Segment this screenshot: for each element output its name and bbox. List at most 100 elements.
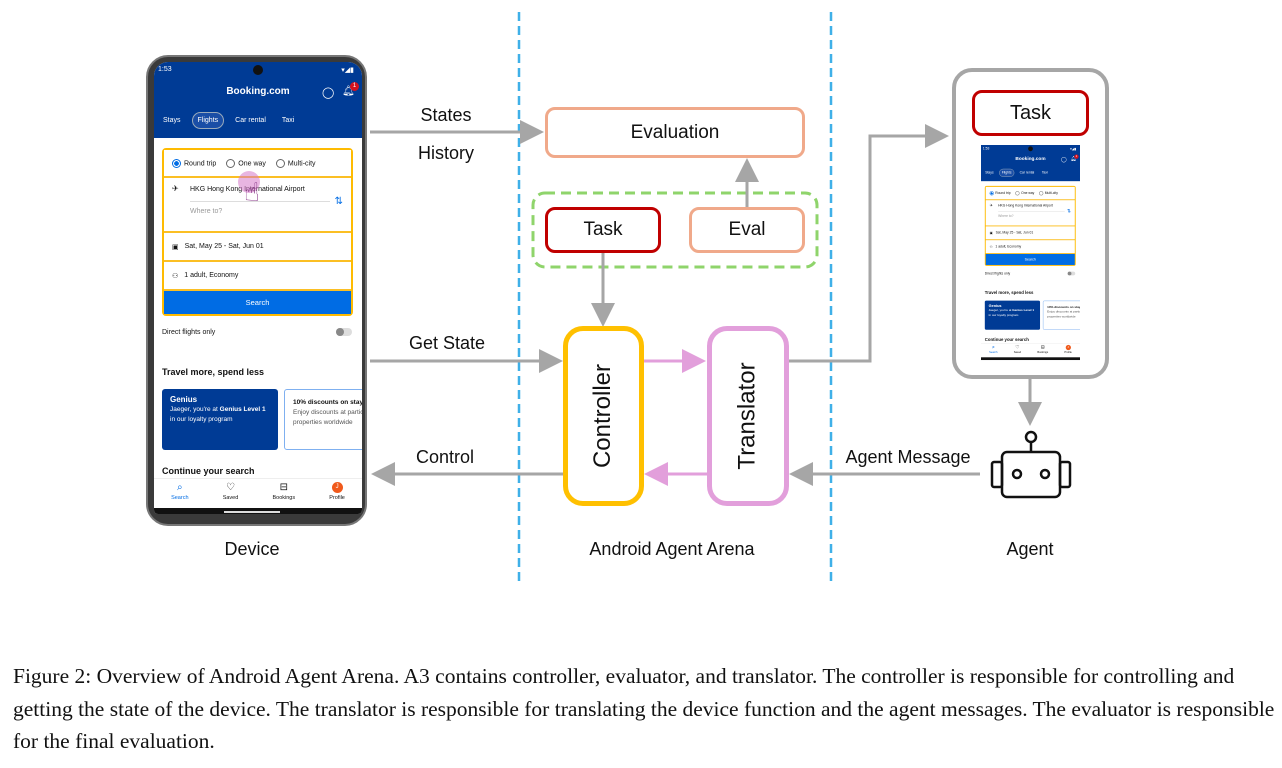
device-label: Device (224, 539, 280, 559)
status-icons: ▾◢▮ (1070, 147, 1077, 151)
heart-icon: ♡ (1015, 344, 1020, 351)
tab-car-rental[interactable]: Car rental (1019, 171, 1035, 175)
chat-icon[interactable]: ◯ (1060, 156, 1067, 163)
radio-multi-city[interactable]: Multi-city (275, 158, 316, 168)
tab-stays[interactable]: Stays (985, 171, 994, 175)
radio-round-trip[interactable]: Round trip (172, 158, 216, 168)
home-bar (224, 511, 280, 513)
translator-box: Translator (707, 326, 789, 506)
agent-screen-content: 1:53 ▾◢▮ Booking.com ◯ 🔔︎ 1 Stays Flight… (981, 145, 1081, 361)
tab-taxi[interactable]: Taxi (281, 117, 295, 124)
agent-message-label: Agent Message (845, 447, 971, 467)
search-icon: ⌕ (991, 344, 995, 351)
dates-field[interactable]: ▣Sat, May 25 - Sat, Jun 01 (985, 226, 1075, 240)
swap-icon[interactable]: ⇅ (1066, 208, 1071, 215)
trip-type-row: Round trip One way Multi-city (164, 150, 351, 176)
plane-icon: ✈ (172, 184, 179, 193)
to-field[interactable]: Where to? (998, 214, 1014, 218)
trip-type-row: Round trip One way Multi-city (985, 186, 1075, 200)
nav-search[interactable]: ⌕Search (171, 482, 189, 501)
notification-badge: 1 (1074, 154, 1079, 159)
tap-indicator (238, 171, 260, 193)
briefcase-icon: ⊟ (1040, 344, 1045, 351)
agent-task-box: Task (972, 90, 1089, 136)
figure-caption: Figure 2: Overview of Android Agent Aren… (13, 664, 1275, 753)
search-button[interactable]: Search (985, 254, 1075, 265)
discount-card[interactable]: 10% discounts on stays Enjoy discounts a… (284, 389, 362, 450)
robot-icon (990, 430, 1072, 499)
swap-icon[interactable]: ⇅ (334, 196, 343, 207)
tab-car-rental[interactable]: Car rental (235, 117, 266, 124)
flight-search-form: Round trip One way Multi-city HKG Hong K… (984, 185, 1076, 266)
avatar: J (1065, 344, 1071, 351)
continue-heading: Continue your search (984, 337, 1029, 343)
nav-saved[interactable]: ♡Saved (222, 482, 239, 501)
history-label: History (417, 143, 475, 163)
bell-icon[interactable]: 🔔︎ (1070, 156, 1077, 162)
status-time: 1:53 (158, 66, 172, 73)
states-label: States (420, 105, 472, 125)
nav-bookings[interactable]: ⊟Bookings (1037, 344, 1049, 354)
plane-icon: ✈ (989, 203, 993, 208)
tab-flights[interactable]: Flights (998, 168, 1015, 177)
device-screen: 1:53 ▾◢▮ Booking.com ◯ 🔔︎ 1 Stays Flight… (154, 62, 362, 514)
radio-multi-city[interactable]: Multi-city (1039, 190, 1058, 196)
genius-card[interactable]: Genius Jaeger, you're at Genius Level 1 … (162, 389, 278, 450)
nav-saved[interactable]: ♡Saved (1013, 344, 1022, 354)
bell-icon[interactable]: 🔔︎ (342, 86, 355, 97)
chat-icon[interactable]: ◯ (322, 87, 335, 99)
camera (253, 65, 263, 75)
dates-field[interactable]: ▣Sat, May 25 - Sat, Jun 01 (164, 233, 351, 260)
nav-search[interactable]: ⌕Search (989, 344, 998, 354)
arena-label: Android Agent Arena (589, 539, 755, 559)
controller-box: Controller (563, 326, 644, 506)
tab-stays[interactable]: Stays (163, 117, 181, 124)
nav-bookings[interactable]: ⊟Bookings (272, 482, 296, 501)
discount-card[interactable]: 10% discounts on stays Enjoy discounts a… (1042, 300, 1081, 330)
radio-one-way[interactable]: One way (226, 158, 266, 168)
task-box: Task (545, 207, 661, 253)
app-header: 1:53 ▾◢▮ Booking.com ◯ 🔔︎ 1 Stays Flight… (981, 145, 1081, 182)
status-icons: ▾◢▮ (341, 67, 354, 74)
flight-search-form: Round trip One way Multi-city HKG Hong K… (162, 148, 353, 316)
agent-screen-thumbnail: 1:53 ▾◢▮ Booking.com ◯ 🔔︎ 1 Stays Flight… (981, 145, 1081, 361)
calendar-icon: ▣ (172, 243, 179, 251)
brand-logo: Booking.com (226, 86, 290, 97)
camera (1028, 146, 1033, 152)
eval-box: Eval (689, 207, 805, 253)
route-row: HKG Hong Kong International Airport Wher… (985, 200, 1075, 226)
agent-label: Agent (1006, 539, 1054, 559)
search-button[interactable]: Search (164, 291, 351, 314)
person-icon: ⚇ (172, 272, 179, 280)
tab-flights[interactable]: Flights (191, 112, 225, 129)
person-icon: ⚇ (989, 245, 993, 249)
genius-card[interactable]: Genius Jaeger, you're at Genius Level 1 … (984, 300, 1041, 330)
briefcase-icon: ⊟ (279, 482, 288, 493)
translator-to-agent-arrow (788, 124, 949, 363)
radio-round-trip[interactable]: Round trip (989, 190, 1011, 196)
app-header: 1:53 ▾◢▮ Booking.com ◯ 🔔︎ 1 Stays Flight… (154, 62, 362, 138)
brand-logo: Booking.com (1015, 156, 1046, 162)
direct-flights-toggle[interactable] (1067, 271, 1076, 276)
direct-flights-toggle[interactable] (336, 328, 352, 336)
calendar-icon: ▣ (989, 231, 993, 235)
direct-flights-label: Direct flights only (984, 272, 1011, 276)
notification-badge: 1 (350, 82, 359, 91)
continue-heading: Continue your search (162, 466, 255, 476)
tab-taxi[interactable]: Taxi (1041, 171, 1048, 175)
to-field[interactable]: Where to? (190, 208, 223, 215)
device-phone: 1:53 ▾◢▮ Booking.com ◯ 🔔︎ 1 Stays Flight… (146, 55, 367, 526)
control-label: Control (415, 447, 475, 467)
from-field[interactable]: HKG Hong Kong International Airport (998, 204, 1053, 208)
passengers-field[interactable]: ⚇1 adult, Economy (985, 240, 1075, 254)
direct-flights-label: Direct flights only (162, 329, 216, 336)
passengers-field[interactable]: ⚇1 adult, Economy (164, 262, 351, 289)
from-field[interactable]: HKG Hong Kong International Airport (190, 186, 305, 193)
radio-one-way[interactable]: One way (1015, 190, 1034, 196)
evaluation-box: Evaluation (545, 107, 805, 158)
search-icon: ⌕ (176, 482, 183, 493)
